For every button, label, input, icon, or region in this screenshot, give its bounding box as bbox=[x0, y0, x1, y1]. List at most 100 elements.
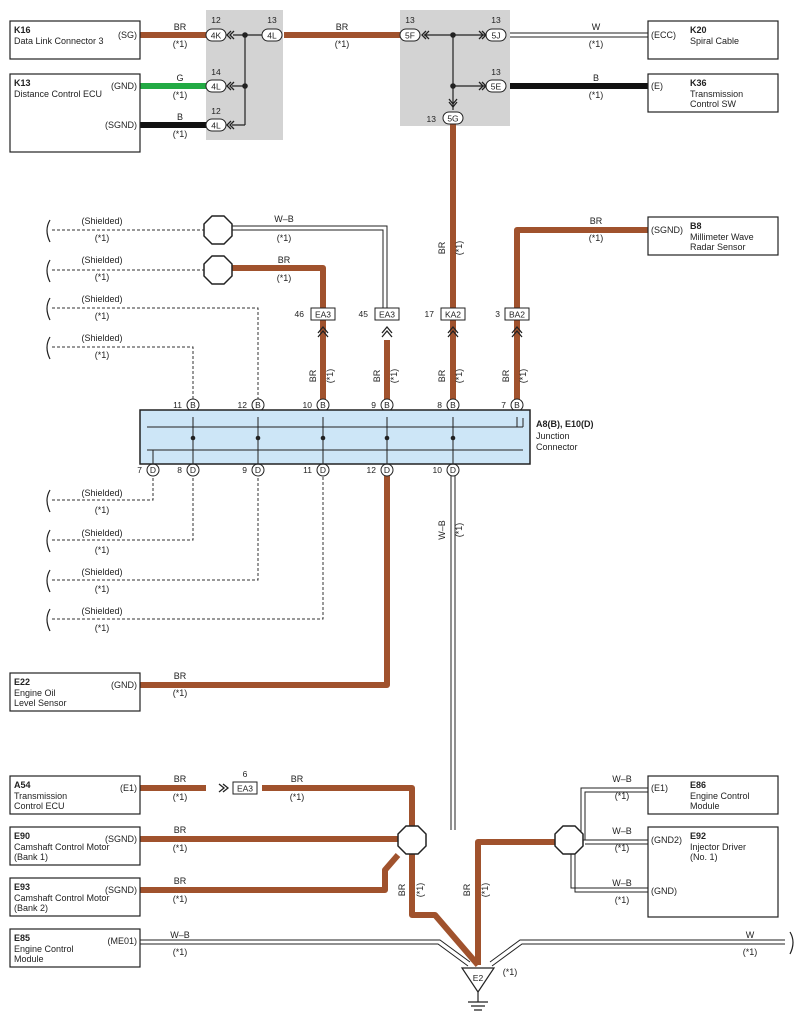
shield-line-8 bbox=[52, 475, 324, 620]
component-box-k13 bbox=[9, 73, 141, 153]
wire-e92-gnd bbox=[570, 840, 648, 893]
inline-connector bbox=[440, 307, 466, 321]
pin-number: 10 bbox=[433, 465, 443, 475]
component-code: K13 bbox=[14, 78, 31, 88]
pin-number: 10 bbox=[303, 400, 313, 410]
pin-number: 14 bbox=[211, 67, 221, 77]
wire-e86 bbox=[580, 787, 648, 840]
component-name-line: Distance Control ECU bbox=[14, 89, 102, 99]
inline-connector bbox=[232, 781, 258, 795]
pin-number: 12 bbox=[211, 15, 221, 25]
note-label: (*1) bbox=[290, 792, 305, 802]
wire-color-label: BR bbox=[397, 883, 407, 896]
connector-pill bbox=[205, 118, 227, 132]
pin-number: 12 bbox=[211, 106, 221, 116]
connector-pill bbox=[205, 28, 227, 42]
shielded-label: (Shielded) bbox=[81, 606, 122, 616]
component-box-k20 bbox=[647, 20, 779, 60]
pin-number: 9 bbox=[242, 465, 247, 475]
note-label: (*1) bbox=[95, 505, 110, 515]
connector-label: 4L bbox=[211, 82, 221, 92]
component-code: K20 bbox=[690, 25, 707, 35]
component-code: K16 bbox=[14, 25, 31, 35]
wire-color-label: BR bbox=[174, 671, 187, 681]
component-code: A54 bbox=[14, 780, 31, 790]
shield-bracket bbox=[46, 569, 51, 593]
junction-dot bbox=[450, 435, 456, 441]
note-label: (*1) bbox=[589, 39, 604, 49]
component-pin-label: (ME01) bbox=[107, 936, 137, 946]
shielded-label: (Shielded) bbox=[81, 528, 122, 538]
wire-color-label: G bbox=[176, 73, 183, 83]
shielded-label: (Shielded) bbox=[81, 255, 122, 265]
junction-dot bbox=[190, 435, 196, 441]
connector-pill bbox=[205, 79, 227, 93]
wire-right-splice-ground bbox=[475, 839, 555, 965]
note-label: (*1) bbox=[589, 233, 604, 243]
component-box-k36 bbox=[647, 73, 779, 113]
wire-color-label: BR bbox=[462, 883, 472, 896]
junction-pin-letter: D bbox=[190, 465, 196, 475]
note-label: (*1) bbox=[454, 523, 464, 538]
component-name-line: Radar Sensor bbox=[690, 242, 746, 252]
splice-octagon-1 bbox=[203, 215, 233, 245]
component-pin-label: (SGND) bbox=[105, 885, 137, 895]
junction-dot bbox=[255, 435, 261, 441]
junction-pin-letter: B bbox=[514, 400, 520, 410]
component-pin-label: (GND) bbox=[111, 680, 137, 690]
shield-bracket bbox=[46, 259, 51, 283]
wire-color-label: BR bbox=[308, 369, 318, 382]
junction-pin-letter: D bbox=[384, 465, 390, 475]
wire-e92-gnd2 bbox=[581, 839, 648, 845]
component-box-e22 bbox=[9, 672, 141, 712]
wire-color-label: B bbox=[593, 73, 599, 83]
pin-number: 17 bbox=[425, 309, 435, 319]
splice-octagon-3 bbox=[397, 825, 427, 855]
note-label: (*1) bbox=[415, 883, 425, 898]
component-name-line: Engine Control bbox=[14, 944, 74, 954]
junction-pin-letter: B bbox=[450, 400, 456, 410]
pin-number: 13 bbox=[267, 15, 277, 25]
component-code: E92 bbox=[690, 831, 706, 841]
note-label: (*1) bbox=[173, 688, 188, 698]
component-name-line: Transmission bbox=[690, 89, 743, 99]
pin-number: 9 bbox=[371, 400, 376, 410]
note-label: (*1) bbox=[454, 241, 464, 256]
junction-pin-letter: B bbox=[255, 400, 261, 410]
note-label: (*1) bbox=[173, 843, 188, 853]
component-box-e90 bbox=[9, 826, 141, 866]
splice-octagon-4 bbox=[554, 825, 584, 855]
junction-pin-letter: D bbox=[255, 465, 261, 475]
connector-arrows bbox=[218, 30, 523, 793]
splice-dot bbox=[450, 32, 456, 38]
wire-color-label: W–B bbox=[612, 826, 632, 836]
wire-color-label: B bbox=[177, 112, 183, 122]
inline-connector-label: EA3 bbox=[237, 784, 253, 794]
note-label: (*1) bbox=[589, 90, 604, 100]
pin-number: 7 bbox=[501, 400, 506, 410]
pin-number: 11 bbox=[303, 465, 312, 475]
shield-bracket bbox=[789, 931, 794, 955]
connector-label: 5J bbox=[492, 31, 501, 41]
shield-bracket bbox=[46, 608, 51, 632]
component-name-line: Camshaft Control Motor bbox=[14, 893, 110, 903]
note-label: (*1) bbox=[454, 369, 464, 384]
junction-pin-letter: B bbox=[320, 400, 326, 410]
note-label: (*1) bbox=[480, 883, 490, 898]
pin-number: 8 bbox=[437, 400, 442, 410]
shield-bracket bbox=[46, 529, 51, 553]
component-name-line: Control SW bbox=[690, 99, 737, 109]
component-pin-label: (SGND) bbox=[105, 120, 137, 130]
component-pin-label: (GND2) bbox=[651, 835, 682, 845]
connector-label: 5G bbox=[447, 114, 458, 124]
inline-connector-label: BA2 bbox=[509, 310, 525, 320]
component-box-e85 bbox=[9, 928, 141, 968]
junction-pin-letter: D bbox=[450, 465, 456, 475]
note-label: (*1) bbox=[277, 233, 292, 243]
note-label: (*1) bbox=[173, 129, 188, 139]
note-label: (*1) bbox=[173, 792, 188, 802]
pin-number: 7 bbox=[137, 465, 142, 475]
note-label: (*1) bbox=[615, 791, 630, 801]
wire-e85 bbox=[140, 939, 471, 967]
junction-pin-letter: D bbox=[320, 465, 326, 475]
